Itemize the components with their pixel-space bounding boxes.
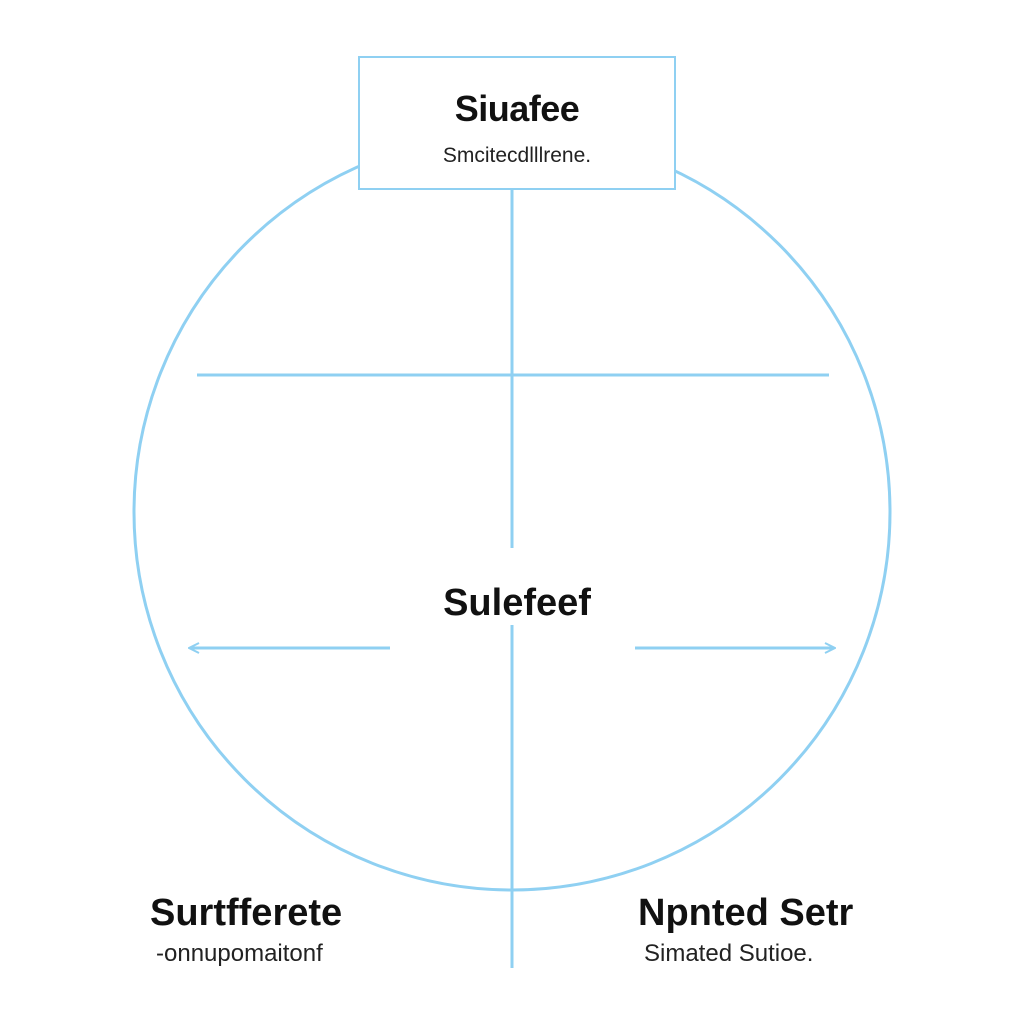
bottom-right-title: Npnted Setr [638,892,854,934]
top-box-title: Siuafee [454,88,580,129]
top-box-subtitle: Smcitecdlllrene. [442,144,592,167]
bottom-left-subtitle: -onnupomaitonf [156,940,323,967]
bottom-right-subtitle: Simated Sutioe. [644,940,814,967]
center-label: Sulefeef [443,582,591,624]
top-box: Siuafee Smcitecdlllrene. [358,56,676,190]
bottom-left-title: Surtfferete [150,892,343,934]
